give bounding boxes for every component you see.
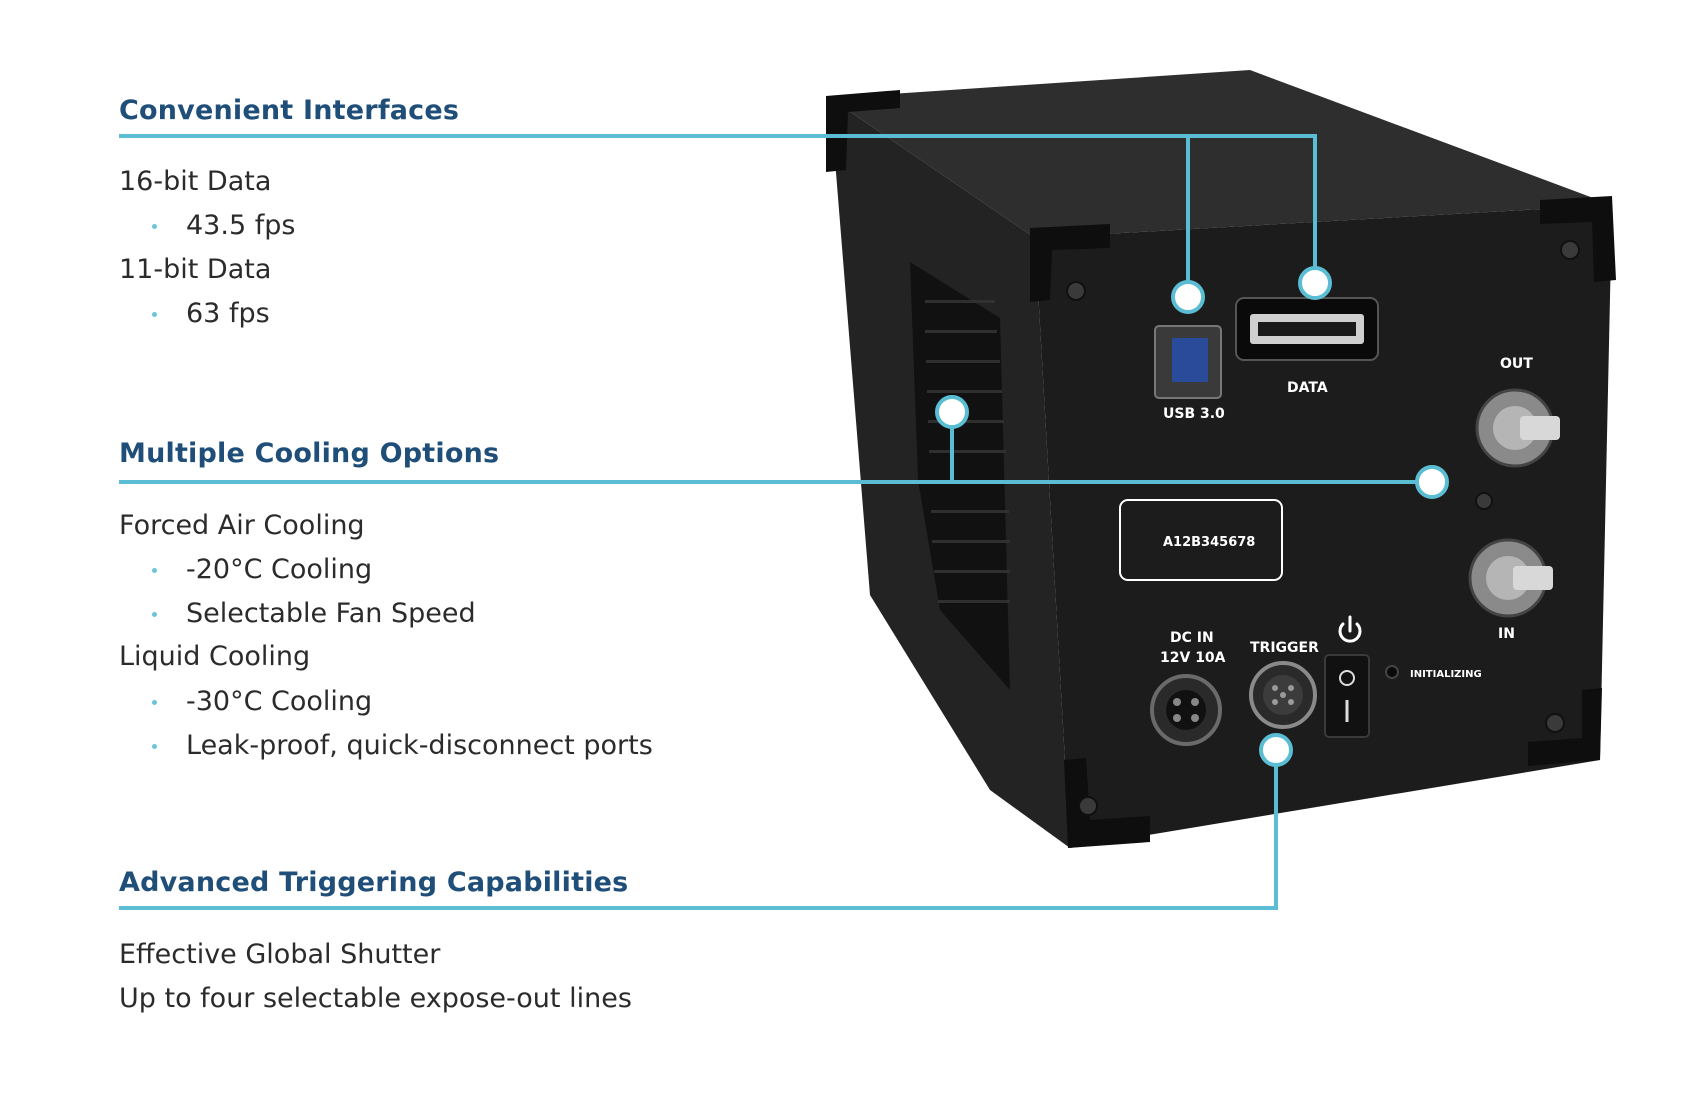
usb-port-insert [1172,338,1208,382]
screw [1560,240,1580,260]
serial-number: A12B345678 [1163,535,1255,550]
screw [1066,281,1086,301]
spec-subline: -20°C Cooling [186,554,373,585]
spec-line: Effective Global Shutter [119,939,441,970]
screw [1545,713,1565,733]
section-title-interfaces: Convenient Interfaces [119,95,460,126]
camera-top-face [830,70,1612,238]
callout-ring [1415,465,1449,499]
trigger-label: TRIGGER [1250,640,1319,656]
screw [1475,492,1493,510]
dc-in-rating: 12V 10A [1160,650,1226,666]
bullet-dot [152,700,157,705]
spec-subline: -30°C Cooling [186,686,373,717]
bullet-dot [152,612,157,617]
callout-ring [1171,280,1205,314]
corner-bumper [826,90,900,172]
data-label: DATA [1287,380,1328,396]
corner-bumper [1030,224,1110,302]
callout-ring [1298,266,1332,300]
vent-grille [910,262,1010,690]
power-icon [1338,615,1362,643]
corner-bumper [1064,758,1150,848]
bullet-dot [152,312,157,317]
spec-subline: 63 fps [186,298,270,329]
in-label: IN [1498,626,1515,642]
dc-in-label: DC IN [1170,630,1214,646]
out-label: OUT [1500,356,1533,372]
status-led [1385,665,1399,679]
callout-line-interfaces [119,134,1317,279]
section-title-cooling: Multiple Cooling Options [119,438,500,469]
spec-line: Liquid Cooling [119,641,311,672]
corner-bumper [1540,196,1616,282]
spec-line: 11-bit Data [119,254,272,285]
spec-line: 16-bit Data [119,166,272,197]
status-label: INITIALIZING [1410,669,1482,680]
callout-ring [935,395,969,429]
usb-label: USB 3.0 [1163,406,1225,422]
bullet-dot [152,568,157,573]
callout-ring [1259,733,1293,767]
spec-line: Up to four selectable expose-out lines [119,983,632,1014]
spec-subline: 43.5 fps [186,210,296,241]
spec-subline: Leak-proof, quick-disconnect ports [186,730,653,761]
serial-plate [1119,499,1283,581]
callout-line-triggering [119,766,1278,910]
section-title-triggering: Advanced Triggering Capabilities [119,867,629,898]
corner-bumper [1528,688,1602,766]
spec-subline: Selectable Fan Speed [186,598,476,629]
spec-line: Forced Air Cooling [119,510,365,541]
power-switch [1324,654,1370,738]
bullet-dot [152,744,157,749]
screw [1078,796,1098,816]
bullet-dot [152,224,157,229]
